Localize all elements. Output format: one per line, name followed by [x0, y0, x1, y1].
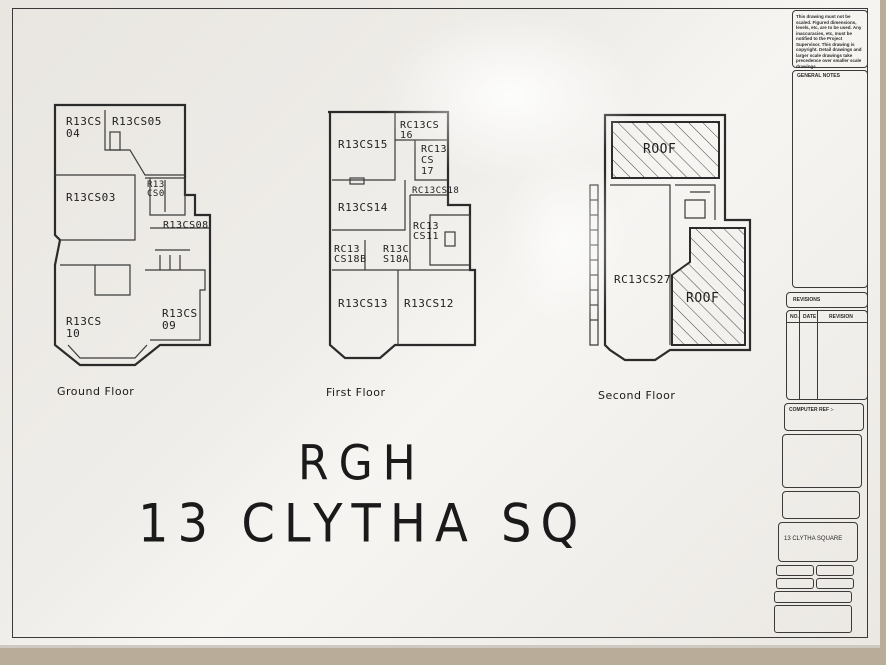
room-label: R13CS 09 [162, 307, 198, 332]
revisions-table: NO. DATE REVISION [786, 310, 868, 400]
room-label: RC13CS18 [412, 186, 460, 196]
room-label: R13CS13 [338, 297, 388, 310]
field-box [774, 605, 852, 633]
revisions-label: REVISIONS [793, 297, 821, 303]
notes-text: This drawing must not be scaled. Figured… [796, 14, 862, 69]
field-box [816, 578, 854, 589]
general-notes-label: GENERAL NOTES [797, 73, 840, 79]
title-line-1: RGH [298, 435, 426, 492]
general-notes-box: GENERAL NOTES [792, 70, 868, 288]
room-label: R13 CS0 [147, 180, 165, 199]
title-line-2: 13 CLYTHA SQ [138, 493, 588, 555]
notes-box: This drawing must not be scaled. Figured… [792, 10, 868, 69]
project-name-box: 13 CLYTHA SQUARE [778, 522, 858, 562]
field-box [776, 578, 814, 589]
blank-box [782, 434, 862, 488]
drawing-board: R13CS 04 R13CS05 R13CS03 R13 CS0 R13CS08… [0, 0, 880, 648]
computer-ref-box: COMPUTER REF :- [784, 403, 864, 431]
room-label: RC13 CS11 [413, 221, 440, 242]
rev-divider [787, 322, 867, 323]
rev-col-revision: REVISION [829, 314, 853, 320]
ground-floor-label: Ground Floor [57, 385, 135, 398]
rev-divider [817, 311, 818, 399]
computer-ref-label: COMPUTER REF :- [789, 407, 834, 413]
room-label: R13CS05 [112, 115, 162, 128]
ground-floor-plan [53, 103, 212, 367]
field-box [816, 565, 854, 576]
field-box [776, 565, 814, 576]
rev-col-date: DATE [803, 314, 817, 320]
room-label: ROOF [686, 291, 720, 306]
room-label: R13CS 10 [66, 315, 102, 340]
room-label: R13CS15 [338, 138, 388, 151]
room-label: R13CS08 [163, 220, 209, 231]
field-box [774, 591, 852, 603]
room-label: RC13CS27 [614, 273, 671, 286]
rev-divider [799, 311, 800, 399]
rev-col-no: NO. [790, 314, 799, 320]
room-label: RC13 CS18B [334, 244, 367, 265]
room-label: RC13 CS 17 [421, 144, 448, 177]
revisions-header: REVISIONS [786, 292, 868, 308]
room-label: R13CS03 [66, 191, 116, 204]
room-label: ROOF [643, 142, 677, 157]
room-label: R13CS12 [404, 297, 454, 310]
blank-box [782, 491, 860, 519]
first-floor-label: First Floor [326, 386, 386, 399]
room-label: R13CS 04 [66, 115, 102, 140]
room-label: R13CS14 [338, 201, 388, 214]
room-label: R13C S18A [383, 244, 410, 265]
second-floor-label: Second Floor [598, 389, 676, 402]
project-name: 13 CLYTHA SQUARE [784, 536, 843, 542]
room-label: RC13CS 16 [400, 120, 440, 141]
